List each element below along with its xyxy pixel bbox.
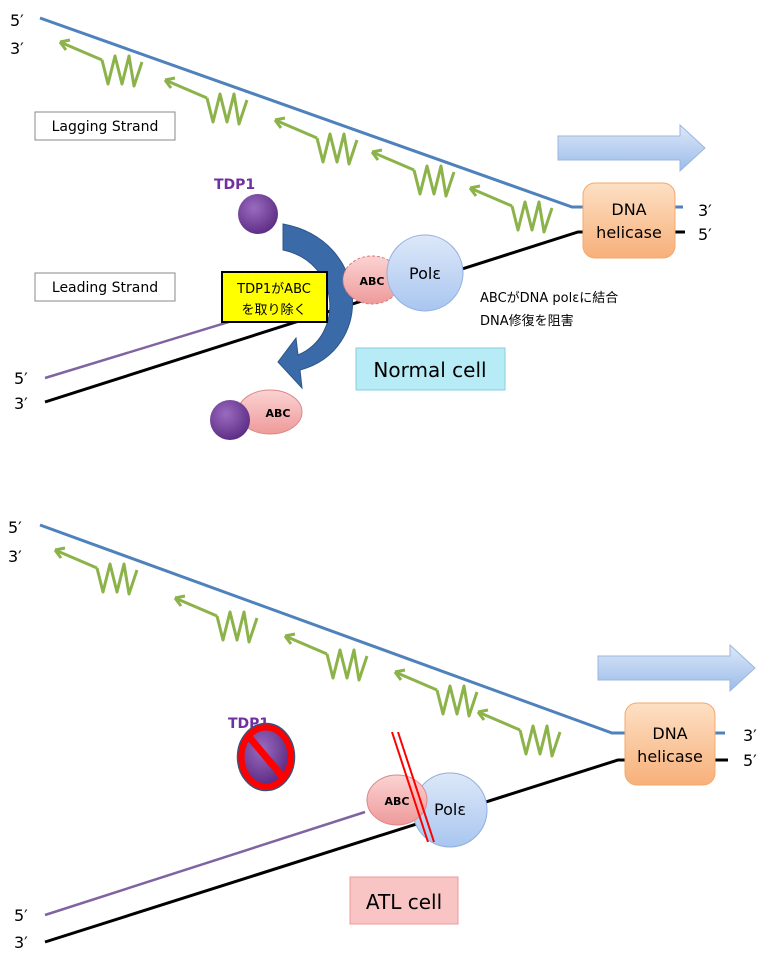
binding-note: ABCがDNA polεに結合 [480, 291, 618, 306]
helicase-label: DNA [611, 200, 646, 219]
lagging-strand-label: Lagging Strand [52, 119, 159, 135]
pol-epsilon [386, 234, 464, 312]
okazaki-fragment [370, 148, 456, 198]
okazaki-fragment [58, 38, 144, 88]
tdp1-label: TDP1 [214, 177, 255, 193]
okazaki-fragment [163, 76, 249, 126]
abc-label: ABC [266, 407, 291, 420]
label-5-prime: 5′ [14, 369, 28, 388]
okazaki-fragment [393, 668, 479, 718]
direction-arrow-icon [597, 643, 756, 693]
label-3-prime: 3′ [743, 726, 757, 745]
tdp1-protein [210, 400, 250, 440]
label-5-prime: 5′ [743, 751, 757, 770]
prohibited-tdp1-icon [236, 722, 296, 792]
pol-epsilon-label: Polε [434, 800, 466, 819]
okazaki-fragment [476, 708, 562, 758]
atl-cell-label: ATL cell [366, 890, 442, 914]
normal-cell-panel: 5′ 3′ 5′ 3′ 3′ 5′ Lagging Strand Leading… [10, 11, 712, 440]
helicase-label: DNA [652, 724, 687, 743]
leading-strand-label: Leading Strand [52, 280, 158, 296]
label-5-prime: 5′ [698, 225, 712, 244]
tdp1-protein [238, 194, 278, 234]
direction-arrow-icon [557, 123, 706, 173]
label-3-prime: 3′ [698, 201, 712, 220]
leading-strand-label-box [34, 272, 176, 302]
abc-label: ABC [360, 275, 385, 288]
label-3-prime: 3′ [10, 39, 24, 58]
callout-box [221, 271, 328, 323]
pol-epsilon-label: Polε [409, 264, 441, 283]
callout-text: を取り除く [241, 303, 306, 318]
lagging-template-strand [39, 523, 725, 735]
callout-text: TDP1がABC [236, 282, 311, 297]
normal-cell-label: Normal cell [373, 358, 486, 382]
blocked-mark-icon [391, 731, 435, 843]
binding-note: DNA修復を阻害 [480, 313, 574, 329]
lagging-strand-label-box [34, 111, 176, 141]
okazaki-fragment [468, 184, 554, 234]
helicase-label: helicase [637, 747, 703, 766]
atl-cell-box [349, 876, 459, 925]
normal-cell-box [355, 347, 506, 391]
label-5-prime: 5′ [14, 906, 28, 925]
okazaki-fragments [53, 546, 562, 758]
dna-helicase [582, 182, 676, 259]
label-3-prime: 3′ [8, 547, 22, 566]
label-3-prime: 3′ [14, 933, 28, 952]
abc-protein-bound [366, 774, 428, 826]
label-5-prime: 5′ [8, 518, 22, 537]
abc-label: ABC [385, 795, 410, 808]
dna-helicase [624, 702, 716, 786]
new-leading-strand [44, 810, 366, 917]
label-3-prime: 3′ [14, 394, 28, 413]
label-5-prime: 5′ [10, 11, 24, 30]
atl-cell-panel: 5′ 3′ 5′ 3′ 3′ 5′ DNA helicase TDP1 ABC … [8, 518, 757, 952]
helicase-label: helicase [596, 223, 662, 242]
okazaki-fragment [173, 594, 259, 644]
